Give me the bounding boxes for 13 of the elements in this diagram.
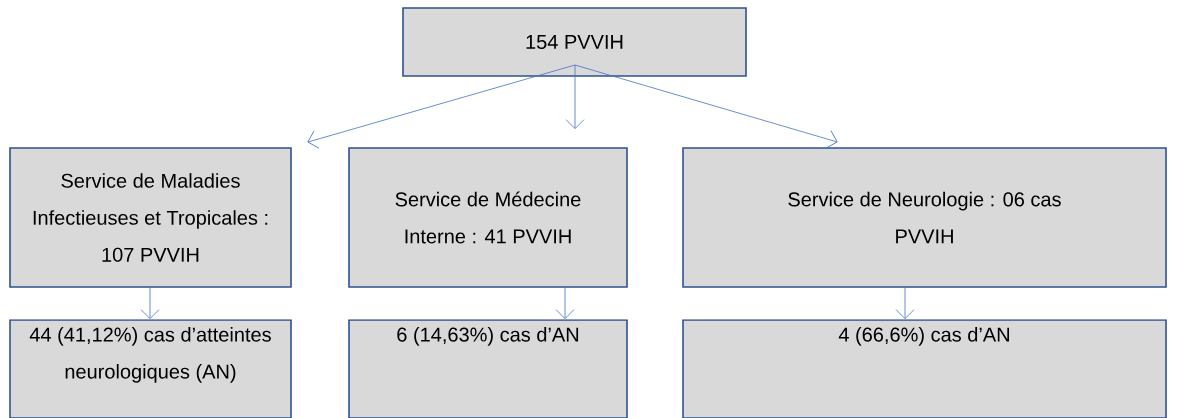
service-box: 4 (66,6%) cas d’AN	[682, 319, 1167, 418]
arrow	[565, 64, 585, 130]
service-box: Service de Neurologie : 06 cas PVVIH	[682, 147, 1167, 288]
service-box: 44 (41,12%) cas d’atteintes neurologiques (AN)	[9, 319, 292, 418]
arrow	[555, 286, 575, 320]
total-box: 154 PVVIH	[402, 7, 747, 77]
arrow	[895, 286, 915, 320]
service-box: Service de Médecine Interne : 41 PVVIH	[348, 147, 628, 288]
arrow	[307, 64, 576, 149]
arrow	[140, 286, 160, 320]
service-box: Service de Maladies Infectieuses et Tropicales : 107 PVVIH	[9, 147, 292, 288]
service-box: 6 (14,63%) cas d’AN	[348, 319, 628, 418]
arrow	[574, 64, 838, 149]
